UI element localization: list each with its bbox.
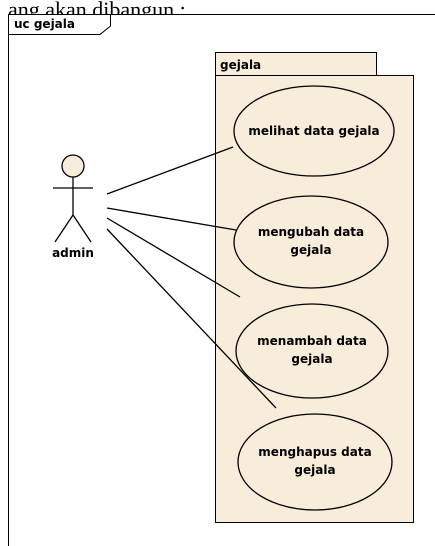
use-case-label-line: gejala	[294, 463, 335, 477]
use-case-menambah-data-gejala[interactable]: menambah data gejala	[235, 303, 389, 399]
frame-label: uc gejala	[14, 17, 75, 31]
use-case-ellipse	[233, 85, 395, 177]
use-case-label-line: mengubah data	[258, 225, 364, 239]
use-case-mengubah-data-gejala[interactable]: mengubah data gejala	[233, 195, 389, 289]
use-case-label-line: menambah data	[257, 334, 367, 348]
use-case-ellipse	[233, 195, 389, 289]
package-label: gejala	[220, 58, 261, 72]
use-case-ellipse	[237, 413, 393, 511]
use-case-label-line: melihat data gejala	[248, 124, 379, 138]
association-line	[106, 207, 237, 231]
use-case-menghapus-data-gejala[interactable]: menghapus data gejala	[237, 413, 393, 511]
association-line	[106, 146, 234, 195]
association-line	[106, 228, 277, 409]
associations	[106, 146, 277, 409]
use-case-label-line: menghapus data	[258, 445, 371, 459]
use-case-melihat-data-gejala[interactable]: melihat data gejala	[233, 85, 395, 177]
use-case-ellipse	[235, 303, 389, 399]
use-case-label-line: gejala	[291, 352, 332, 366]
use-case-label-line: gejala	[290, 243, 331, 257]
actor-label: admin	[52, 246, 94, 260]
stick-figure-actor-icon	[53, 154, 93, 243]
frame-label-tab	[8, 14, 111, 35]
association-line	[106, 217, 241, 298]
